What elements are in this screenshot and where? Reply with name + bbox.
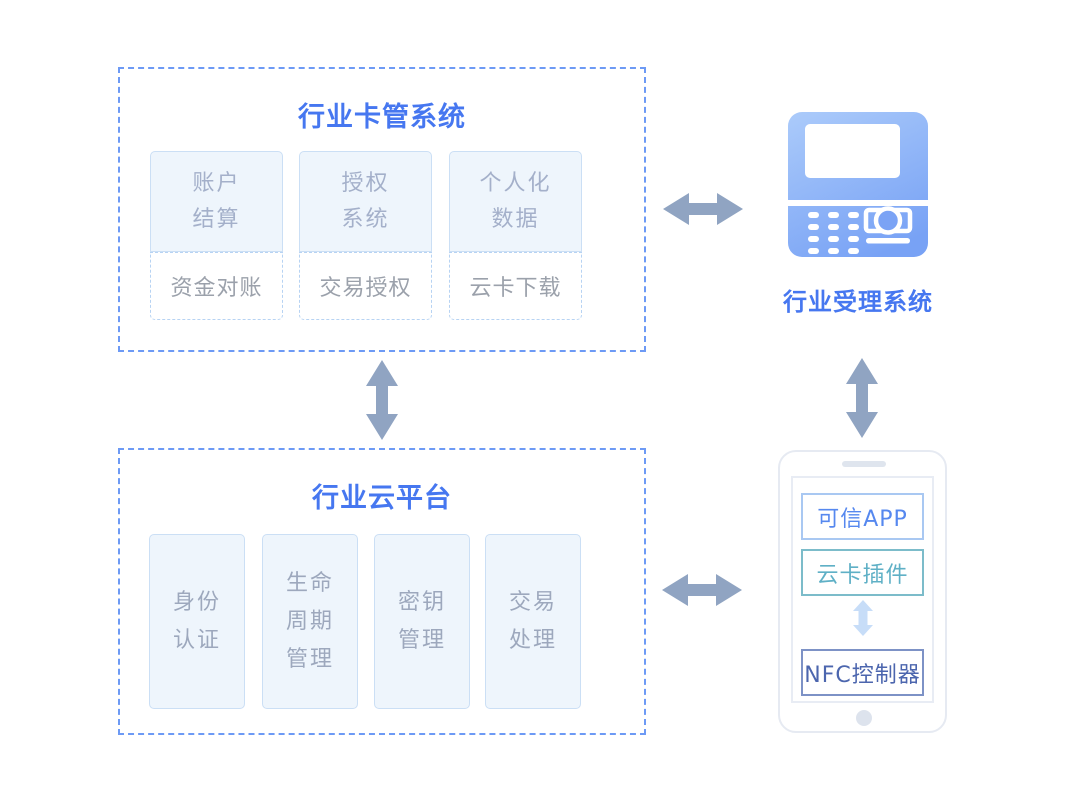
phone-home-button [856,710,872,726]
cloud-module-transaction-processing: 交易 处理 [485,534,581,709]
cloud-module-identity-authentication: 身份 认证 [149,534,245,709]
module-sub-transaction-authorization: 交易授权 [299,252,432,320]
pos-keypad [808,212,859,254]
arrow-cloudplatform-phone [662,574,742,606]
arrow-plugin-nfc [853,600,873,636]
cloud-platform-title: 行业云平台 [312,483,452,514]
module-card: 个人化 数据 [449,151,582,252]
module-account-settlement: 账户 结算 资金对账 [150,151,283,320]
module-line: 密钥 [397,589,446,615]
module-line: 处理 [508,627,557,653]
trusted-app-box: 可信APP [801,493,924,540]
cloud-module-key-management: 密钥 管理 [374,534,470,709]
module-line: 交易 [508,589,557,615]
module-line: 授权 [341,170,390,196]
module-line: 周期 [285,608,334,634]
smartphone: 可信APP 云卡插件 NFC控制器 [778,450,947,733]
arrow-acceptance-phone [846,358,878,438]
module-sub-fund-reconciliation: 资金对账 [150,252,283,320]
cloud-module-lifecycle-management: 生命 周期 管理 [262,534,358,709]
module-line: 系统 [341,206,390,232]
nfc-controller-box: NFC控制器 [801,649,924,696]
module-card: 授权 系统 [299,151,432,252]
cloud-platform-panel: 行业云平台 身份 认证 生命 周期 管理 密钥 管理 交易 处理 [118,448,646,735]
module-line: 数据 [491,206,540,232]
arrow-cardsystem-acceptance [663,193,743,225]
card-system-title: 行业卡管系统 [298,102,466,133]
pos-card-reader [863,206,913,244]
card-system-panel: 行业卡管系统 账户 结算 资金对账 授权 系统 交易授权 个人化 数据 云卡下载 [118,67,646,352]
module-personalization-data: 个人化 数据 云卡下载 [449,151,582,320]
module-line: 管理 [397,627,446,653]
module-line: 账户 [192,170,241,196]
pos-terminal-icon [788,112,928,257]
phone-screen: 可信APP 云卡插件 NFC控制器 [791,476,934,703]
module-line: 认证 [172,627,221,653]
acceptance-system-label: 行业受理系统 [783,288,933,316]
module-sub-cloud-card-download: 云卡下载 [449,252,582,320]
module-line: 个人化 [479,170,552,196]
module-authorization-system: 授权 系统 交易授权 [299,151,432,320]
module-line: 管理 [285,646,334,672]
arrow-cardsystem-cloudplatform [366,360,398,440]
module-line: 身份 [172,589,221,615]
module-line: 结算 [192,206,241,232]
module-card: 账户 结算 [150,151,283,252]
module-line: 生命 [285,570,334,596]
cloud-card-plugin-box: 云卡插件 [801,549,924,596]
phone-speaker [842,461,886,467]
